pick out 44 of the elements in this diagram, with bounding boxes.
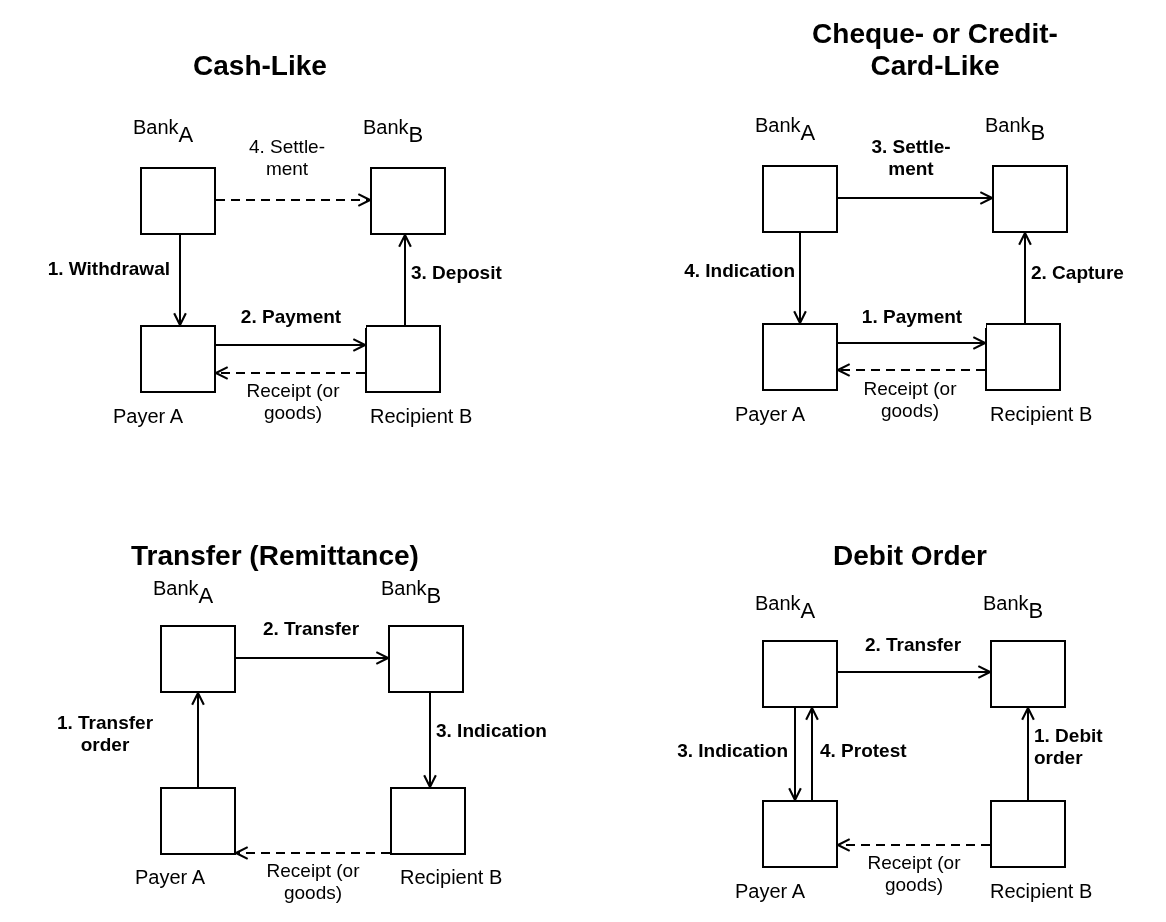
party-box [160,625,236,693]
panel-title: Cash-Like [192,50,328,83]
dashed-arrow [215,193,372,207]
node-caption: Payer A [735,403,806,425]
party-box [762,165,838,233]
party-box [762,640,838,708]
party-box [762,323,838,391]
node-caption: Payer A [135,866,206,888]
party-box [365,325,441,393]
arrow [191,691,205,788]
panel-title: Debit Order [832,540,988,573]
party-box [992,165,1068,233]
party-box [140,167,216,235]
party-box [388,625,464,693]
party-box [370,167,446,235]
arrow [215,338,367,352]
party-box [390,787,466,855]
party-box [990,800,1066,868]
node-caption: Recipient B [370,405,473,427]
node-caption: Payer A [735,880,806,902]
arrow [793,232,807,325]
dashed-arrow [234,846,391,860]
party-box [990,640,1066,708]
arrow [805,706,819,801]
node-caption: Recipient B [990,403,1093,425]
node-caption: Recipient B [990,880,1093,902]
arrow [837,665,992,679]
panel-title: Cheque- or Credit-Card-Like [811,18,1059,83]
arrow [837,191,994,205]
party-box [160,787,236,855]
party-box [985,323,1061,391]
panel-title: Transfer (Remittance) [130,540,420,573]
arrow [837,336,987,350]
arrow [1021,706,1035,801]
party-box [140,325,216,393]
node-caption: Recipient B [400,866,503,888]
arrow [1018,231,1032,324]
arrow [423,692,437,789]
party-box [762,800,838,868]
arrow [398,233,412,326]
arrow [173,234,187,327]
node-caption: Payer A [113,405,184,427]
arrow [235,651,390,665]
arrow [788,707,802,802]
